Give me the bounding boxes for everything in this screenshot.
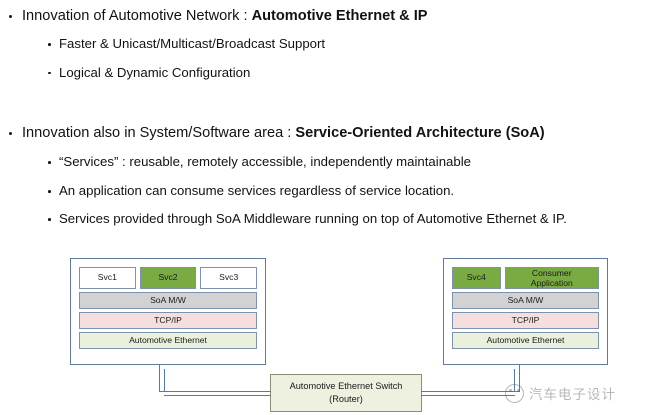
connector-right-vertical-outer <box>519 365 521 392</box>
bullet-text-bold: Service-Oriented Architecture (SoA) <box>295 125 545 142</box>
ecu-stack-right: Svc4 Consumer Application SoA M/W TCP/IP… <box>452 267 599 349</box>
consumer-app-line2: Application <box>530 278 573 288</box>
slide-content: Innovation of Automotive Network : Autom… <box>0 7 671 228</box>
connector-right-horizontal-inner <box>421 395 515 397</box>
bullet-item: “Services” : reusable, remotely accessib… <box>0 154 671 171</box>
ecu-stack-left: Svc1 Svc2 Svc3 SoA M/W TCP/IP Automotive… <box>79 267 258 349</box>
layer-soa-middleware-right: SoA M/W <box>452 292 599 309</box>
architecture-diagram: Svc1 Svc2 Svc3 SoA M/W TCP/IP Automotive… <box>0 246 671 415</box>
bullet-text: Services provided through SoA Middleware… <box>59 211 567 227</box>
service-box-svc3: Svc3 <box>200 267 258 289</box>
circular-brand-logo-icon <box>505 383 524 403</box>
connector-right-vertical-inner <box>514 369 516 392</box>
switch-label-line2: (Router) <box>329 394 363 404</box>
bullet-dot-icon <box>48 189 51 193</box>
connector-left-vertical-inner <box>164 369 166 392</box>
bullet-item: Innovation also in System/Software area … <box>0 124 671 142</box>
service-row-right: Svc4 Consumer Application <box>452 267 599 289</box>
bullet-item: Services provided through SoA Middleware… <box>0 211 671 228</box>
ecu-node-right: Svc4 Consumer Application SoA M/W TCP/IP… <box>443 258 608 365</box>
bullet-item: Innovation of Automotive Network : Autom… <box>0 7 671 25</box>
watermark: 汽车电子设计 <box>505 383 616 403</box>
bullet-dot-icon <box>48 43 51 46</box>
service-box-consumer-application: Consumer Application <box>504 267 599 289</box>
bullet-text: Faster & Unicast/Multicast/Broadcast Sup… <box>59 36 326 52</box>
layer-soa-middleware-left: SoA M/W <box>79 292 257 309</box>
connector-left-horizontal-inner <box>164 395 271 397</box>
service-row-left: Svc1 Svc2 Svc3 <box>79 267 258 289</box>
bullet-text: Innovation also in System/Software area … <box>22 125 296 142</box>
bullet-text-bold: Automotive Ethernet & IP <box>251 8 428 24</box>
layer-tcp-ip-left: TCP/IP <box>79 312 257 329</box>
bullet-dot-icon <box>9 132 12 136</box>
bullet-dot-icon <box>9 15 12 18</box>
bullet-dot-icon <box>48 71 51 75</box>
ethernet-switch-node: Automotive Ethernet Switch (Router) <box>270 374 422 412</box>
service-box-svc2: Svc2 <box>139 267 197 289</box>
watermark-text: 汽车电子设计 <box>529 387 616 402</box>
bullet-dot-icon <box>48 161 51 165</box>
connector-left-vertical-outer <box>159 365 161 392</box>
bullet-text: “Services” : reusable, remotely accessib… <box>59 154 471 170</box>
layer-tcp-ip-right: TCP/IP <box>452 312 599 329</box>
bullet-text: An application can consume services rega… <box>59 182 455 198</box>
switch-label-line1: Automotive Ethernet Switch <box>289 380 403 391</box>
bullet-text: Logical & Dynamic Configuration <box>59 64 251 80</box>
bullet-text: Innovation of Automotive Network : <box>22 8 252 24</box>
bullet-item: An application can consume services rega… <box>0 183 671 200</box>
layer-automotive-ethernet-left: Automotive Ethernet <box>79 332 257 349</box>
layer-automotive-ethernet-right: Automotive Ethernet <box>452 332 599 349</box>
service-box-svc1: Svc1 <box>79 267 136 289</box>
bullet-dot-icon <box>48 218 51 222</box>
connector-left-horizontal-outer <box>159 391 271 393</box>
ecu-node-left: Svc1 Svc2 Svc3 SoA M/W TCP/IP Automotive… <box>70 258 266 365</box>
bullet-item: Faster & Unicast/Multicast/Broadcast Sup… <box>0 36 671 53</box>
connector-right-horizontal-outer <box>421 391 520 393</box>
consumer-app-line1: Consumer <box>531 267 572 278</box>
service-box-svc4: Svc4 <box>452 267 501 289</box>
bullet-item: Logical & Dynamic Configuration <box>0 65 671 82</box>
